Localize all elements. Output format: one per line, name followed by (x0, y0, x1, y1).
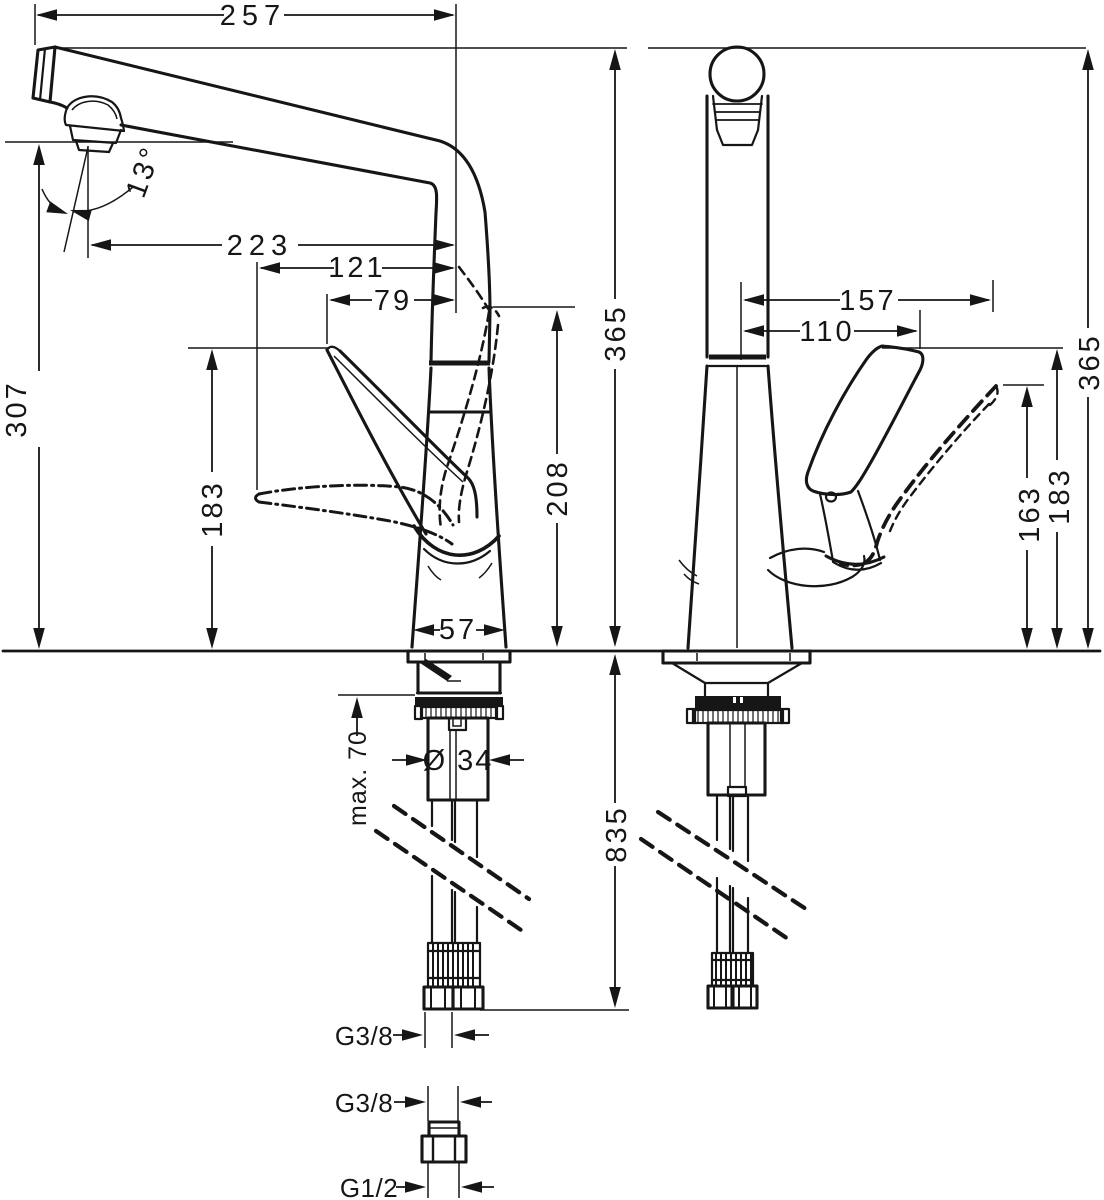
front-view-handle-dashed (254, 483, 455, 546)
dim-max-deck-thickness: max. 70 (344, 730, 372, 826)
dim-overall-height-front: 365 (600, 304, 632, 361)
dim-handle-reach-open-front: 121 (328, 252, 385, 284)
side-view-handle-dashed (838, 384, 999, 568)
front-view-outline (31, 45, 508, 649)
dim-outlet-height: 307 (1, 380, 33, 437)
front-view-under-deck (373, 649, 532, 1164)
dim-handle-reach-front: 79 (374, 285, 412, 317)
extension-lines (5, 4, 1086, 1198)
dim-hose-length: 835 (601, 805, 633, 862)
label-adapter-thread-top: G3/8 (335, 1088, 393, 1118)
dim-handle-height-front: 183 (197, 480, 229, 537)
side-view-outline (678, 45, 925, 650)
spray-angle-annotation (41, 146, 134, 253)
dim-handle-reach-open-side: 157 (839, 285, 896, 317)
dim-overall-reach: 257 (220, 0, 286, 32)
dim-overall-height-side: 365 (1074, 333, 1104, 390)
dim-base-width: 57 (439, 614, 477, 646)
dim-handle-reach-side: 110 (799, 316, 854, 348)
dim-swivel-outlet-height: 208 (542, 459, 574, 516)
dim-spray-angle: 13° (120, 141, 168, 202)
dimension-lines (38, 14, 1089, 1188)
label-adapter-thread-bottom: G1/2 (340, 1173, 398, 1200)
dim-shank-diameter: Ø 34 (423, 745, 494, 777)
dim-outlet-reach: 223 (227, 230, 293, 262)
dim-handle-height-side: 183 (1044, 467, 1076, 524)
side-view-under-deck (638, 649, 812, 1010)
dimension-arrowheads (33, 9, 1094, 1193)
label-hose-thread: G3/8 (335, 1021, 393, 1051)
dim-handle-height-open-side: 163 (1014, 485, 1046, 542)
